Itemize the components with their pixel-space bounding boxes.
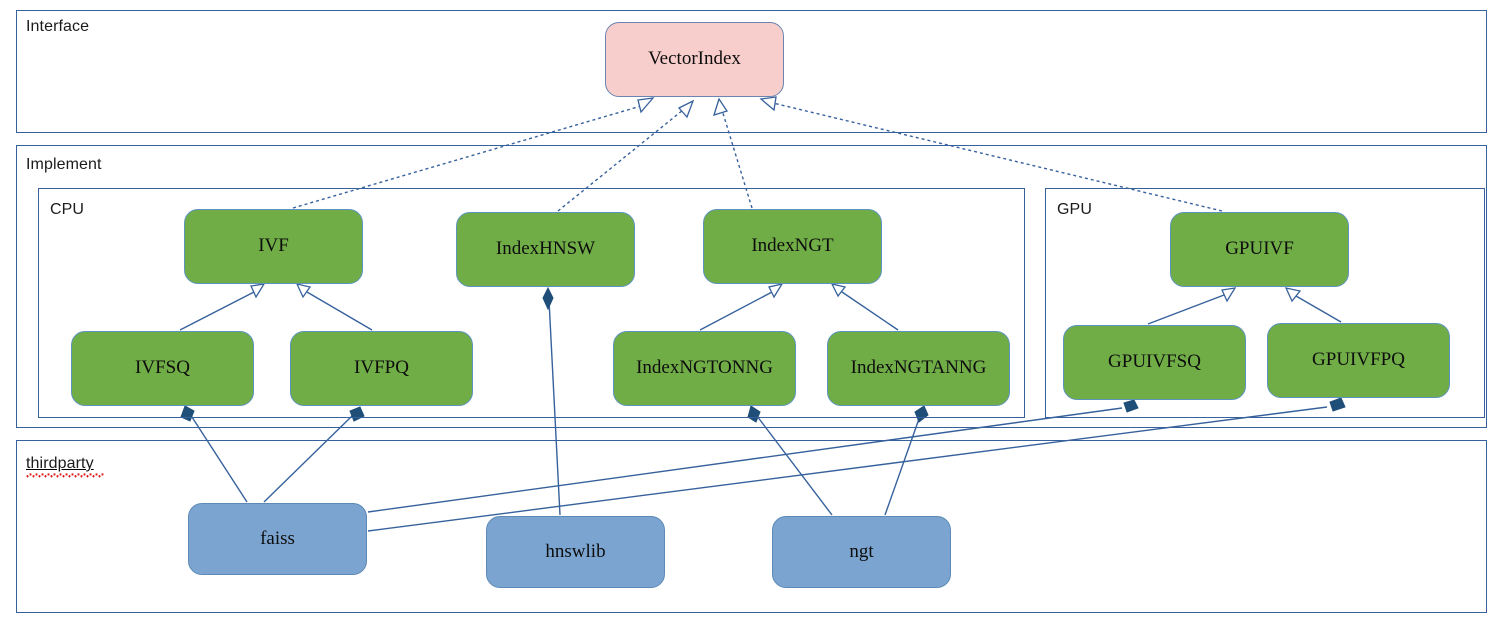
node-indexngt[interactable]: IndexNGT (703, 209, 882, 284)
node-ngt[interactable]: ngt (772, 516, 951, 588)
spellcheck-squiggle-thirdparty (26, 473, 104, 478)
node-vectorindex[interactable]: VectorIndex (605, 22, 784, 97)
node-hnswlib[interactable]: hnswlib (486, 516, 665, 588)
container-thirdparty (16, 440, 1487, 613)
node-indexngtonng[interactable]: IndexNGTONNG (613, 331, 796, 406)
container-label-gpu: GPU (1057, 201, 1092, 218)
container-label-cpu: CPU (50, 201, 85, 218)
container-cpu (38, 188, 1025, 418)
container-implement (16, 145, 1487, 428)
node-ivf[interactable]: IVF (184, 209, 363, 284)
node-faiss[interactable]: faiss (188, 503, 367, 575)
node-gpuivfsq[interactable]: GPUIVFSQ (1063, 325, 1246, 400)
container-label-interface: Interface (26, 18, 90, 35)
node-ivfpq[interactable]: IVFPQ (290, 331, 473, 406)
container-label-thirdparty: thirdparty (26, 455, 94, 472)
container-label-implement: Implement (26, 156, 102, 173)
node-indexhnsw[interactable]: IndexHNSW (456, 212, 635, 287)
container-interface (16, 10, 1487, 133)
node-gpuivf[interactable]: GPUIVF (1170, 212, 1349, 287)
node-ivfsq[interactable]: IVFSQ (71, 331, 254, 406)
node-gpuivfpq[interactable]: GPUIVFPQ (1267, 323, 1450, 398)
container-gpu (1045, 188, 1485, 418)
node-indexngtanng[interactable]: IndexNGTANNG (827, 331, 1010, 406)
